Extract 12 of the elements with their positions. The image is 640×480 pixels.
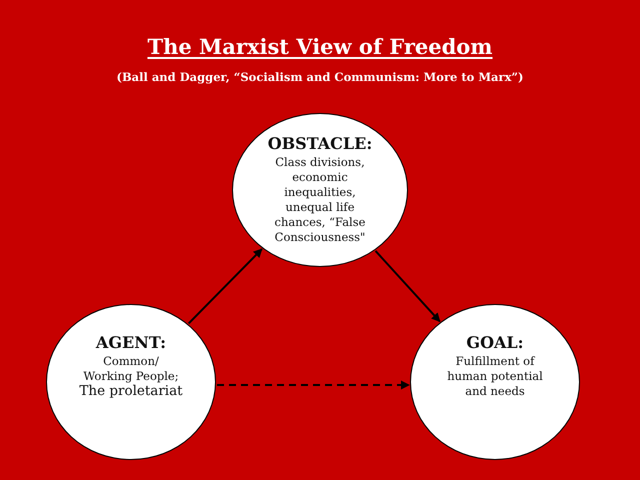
subtitle: (Ball and Dagger, “Socialism and Communism: More to Marx”) — [116, 70, 524, 84]
dashed-arrow — [217, 380, 410, 390]
node-text: Fulfillment of human potential and needs — [446, 354, 544, 399]
node-heading: AGENT: — [96, 333, 166, 353]
node-heading: GOAL: — [466, 333, 524, 353]
arrow — [374, 250, 441, 322]
node-text: Common/ Working People; — [82, 354, 180, 384]
node-text: Class divisions, economic inequalities, unequal life chances, “False Consciousness" — [274, 155, 366, 245]
arrow — [188, 248, 263, 324]
node-heading: OBSTACLE: — [268, 134, 372, 154]
node-text: The proletariat — [79, 384, 183, 399]
title: The Marxist View of Freedom — [147, 34, 493, 59]
